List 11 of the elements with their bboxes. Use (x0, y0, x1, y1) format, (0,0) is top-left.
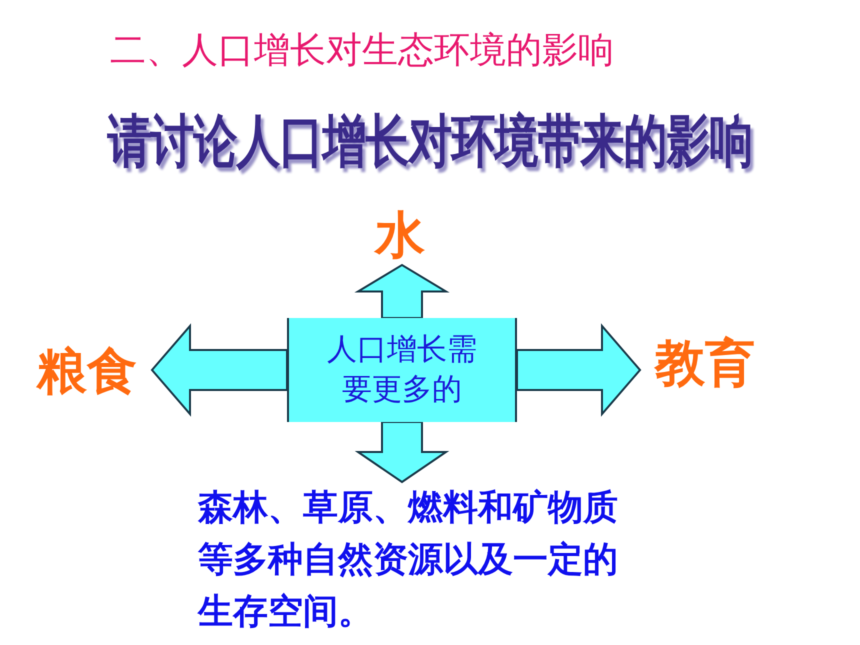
need-label: 水 (355, 205, 445, 265)
resource-text: 森林、草原、燃料和矿物质等多种自然资源以及一定的生存空间。 (198, 482, 648, 642)
block-arrow (150, 323, 288, 417)
need-label: 教育 (640, 330, 770, 396)
need-label: 粮食 (22, 338, 152, 404)
block-arrow (354, 421, 450, 484)
block-arrow (516, 323, 642, 417)
wordart-heading: 请讨论人口增长对环境带来的影响 (106, 107, 754, 177)
slide-title: 二、人口增长对生态环境的影响 (110, 29, 614, 73)
center-box: 人口增长需要更多的 (287, 318, 517, 422)
block-arrow (354, 264, 450, 319)
